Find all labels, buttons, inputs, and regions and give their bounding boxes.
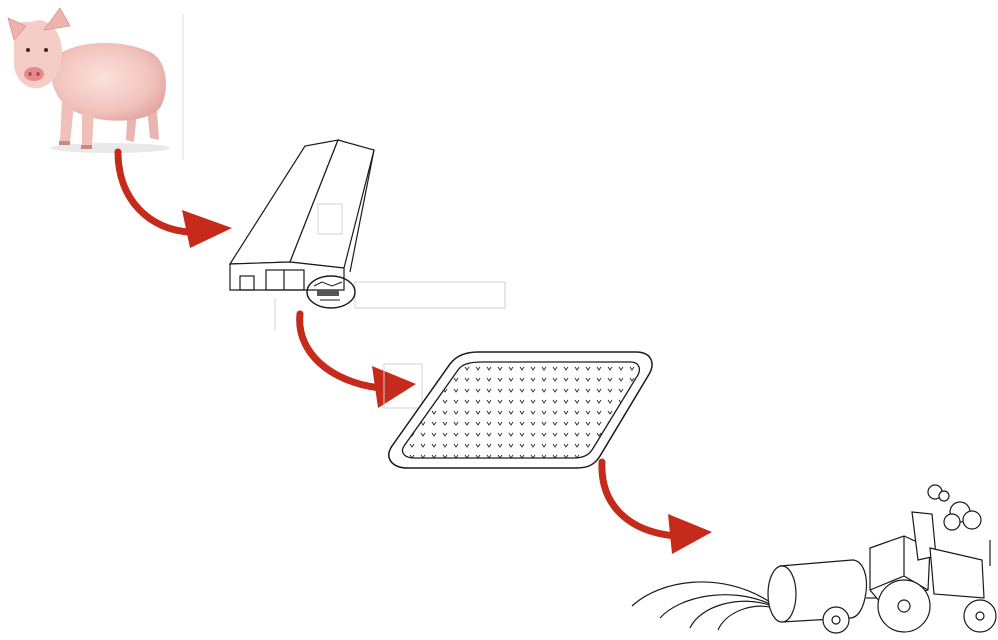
- pig-icon: [8, 8, 183, 160]
- barn-icon: [230, 140, 505, 330]
- manure-spreader-tractor-icon: [632, 485, 996, 633]
- arrow-lagoon-to-spreader: [602, 462, 712, 554]
- arrow-barn-to-lagoon: [300, 314, 422, 408]
- arrow-pig-to-barn: [118, 152, 232, 248]
- lagoon-icon: [389, 352, 652, 468]
